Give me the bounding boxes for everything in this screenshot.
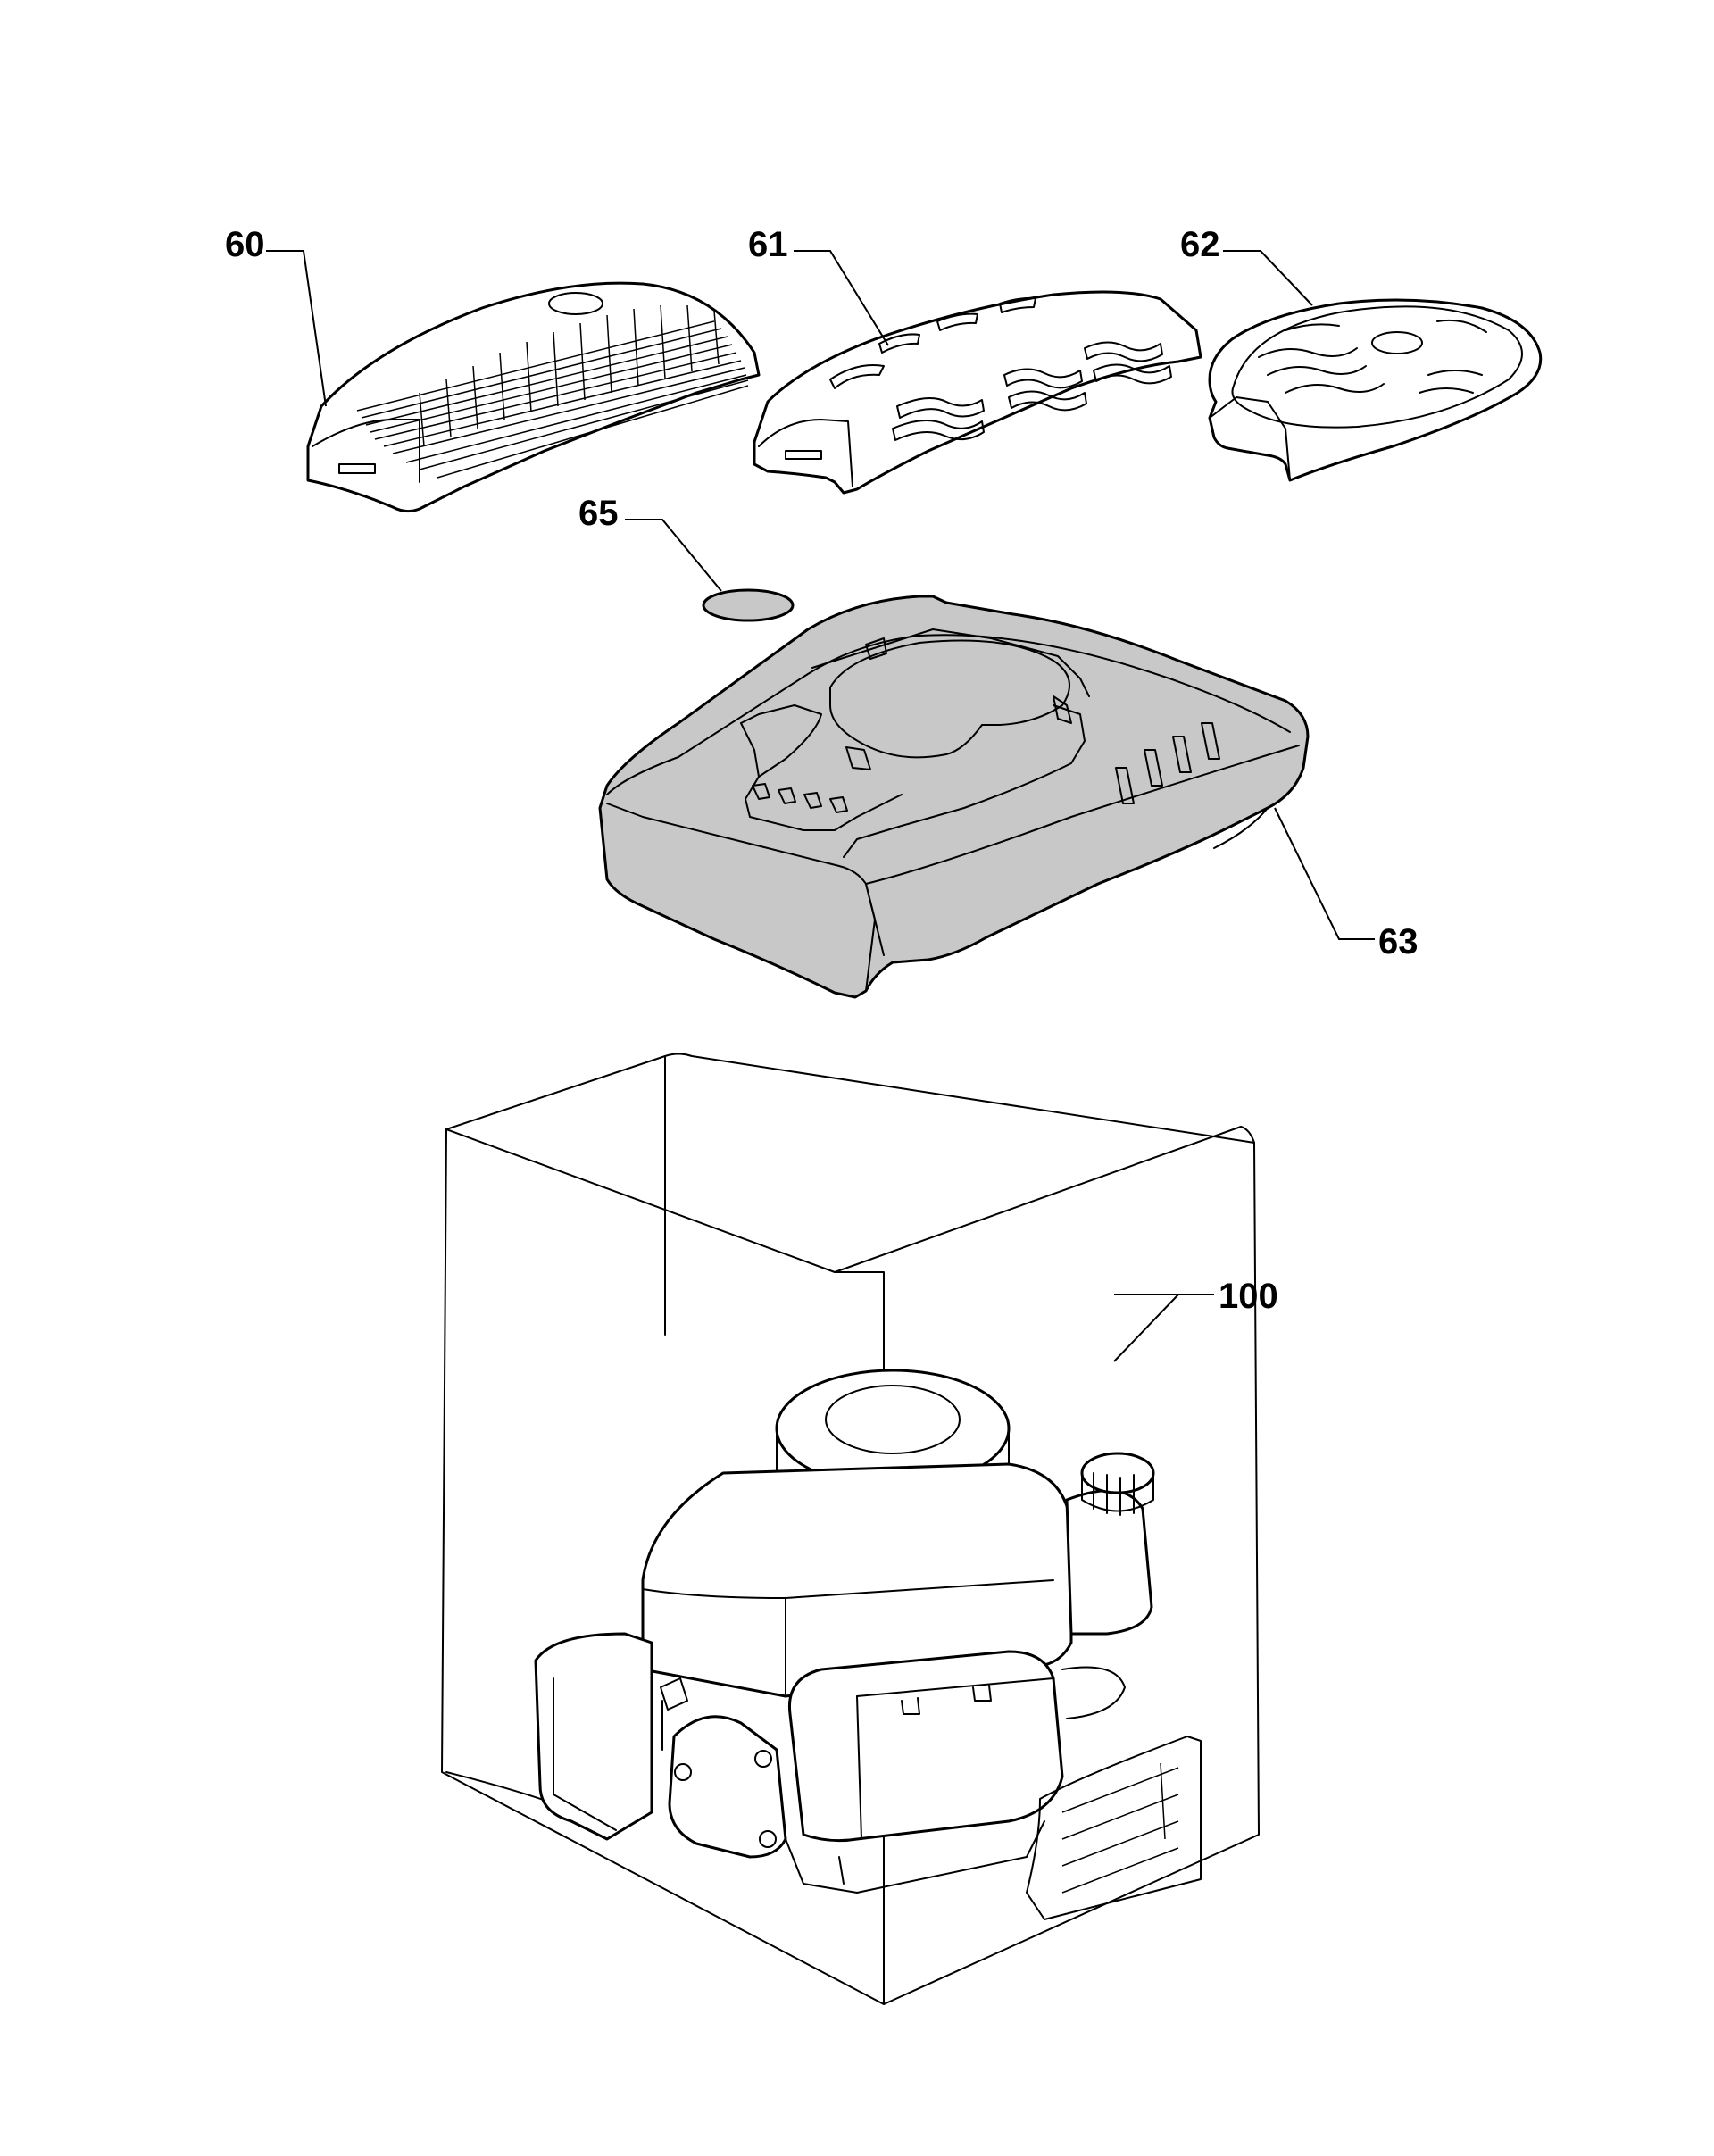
label-100: 100 — [1219, 1277, 1278, 1316]
leader-65 — [625, 519, 722, 592]
part-60-finned-cover[interactable] — [306, 281, 761, 513]
leader-61 — [794, 250, 889, 346]
leader-60 — [266, 250, 327, 407]
label-63: 63 — [1378, 922, 1419, 961]
part-62-round-cap[interactable] — [1208, 298, 1543, 482]
manual-bag — [1026, 1736, 1202, 1920]
label-60: 60 — [225, 225, 265, 264]
leader-62 — [1223, 250, 1313, 306]
wave-grilles — [829, 296, 1172, 441]
leader-63 — [1274, 807, 1375, 940]
engine-body — [534, 1369, 1155, 1894]
part-65-disc[interactable] — [702, 588, 795, 622]
label-65: 65 — [578, 494, 619, 533]
fin-lines — [356, 304, 749, 479]
leader-100-diag — [1113, 1294, 1179, 1362]
part-63-engine-shroud[interactable] — [598, 595, 1310, 999]
label-61: 61 — [748, 225, 788, 264]
label-62: 62 — [1180, 225, 1220, 264]
part-100-engine-assembly[interactable] — [441, 1053, 1260, 2005]
part-61-wave-cover[interactable] — [753, 290, 1202, 495]
